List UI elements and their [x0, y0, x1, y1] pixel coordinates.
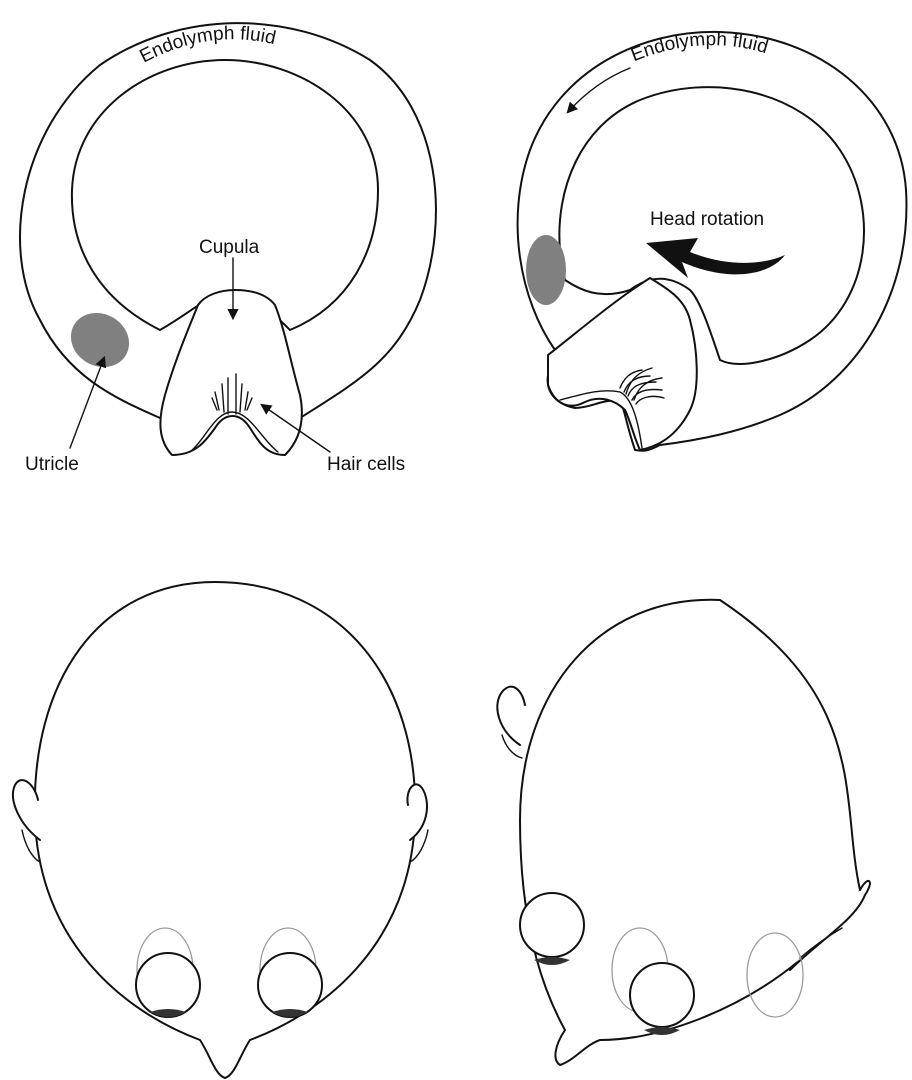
- eye-left-rotated: [520, 893, 584, 957]
- head-forward: [13, 582, 428, 1078]
- canal-rest-inner: [72, 60, 378, 330]
- utricle-rotated: [526, 235, 566, 305]
- utricle-label: Utricle: [25, 454, 79, 475]
- head-rotated: [497, 600, 870, 1065]
- head-rotation-label: Head rotation: [650, 209, 764, 230]
- hair-cells-label: Hair cells: [327, 454, 405, 475]
- eye-left-forward: [136, 953, 200, 1017]
- cupula-label: Cupula: [199, 237, 260, 258]
- ear-right-forward: [407, 784, 427, 840]
- eye-right-forward: [258, 953, 322, 1017]
- head-forward-outline: [35, 582, 415, 1078]
- canal-rotated: [518, 32, 907, 451]
- eye-right-rotated: [630, 963, 694, 1027]
- ear-left-rotated: [497, 687, 525, 745]
